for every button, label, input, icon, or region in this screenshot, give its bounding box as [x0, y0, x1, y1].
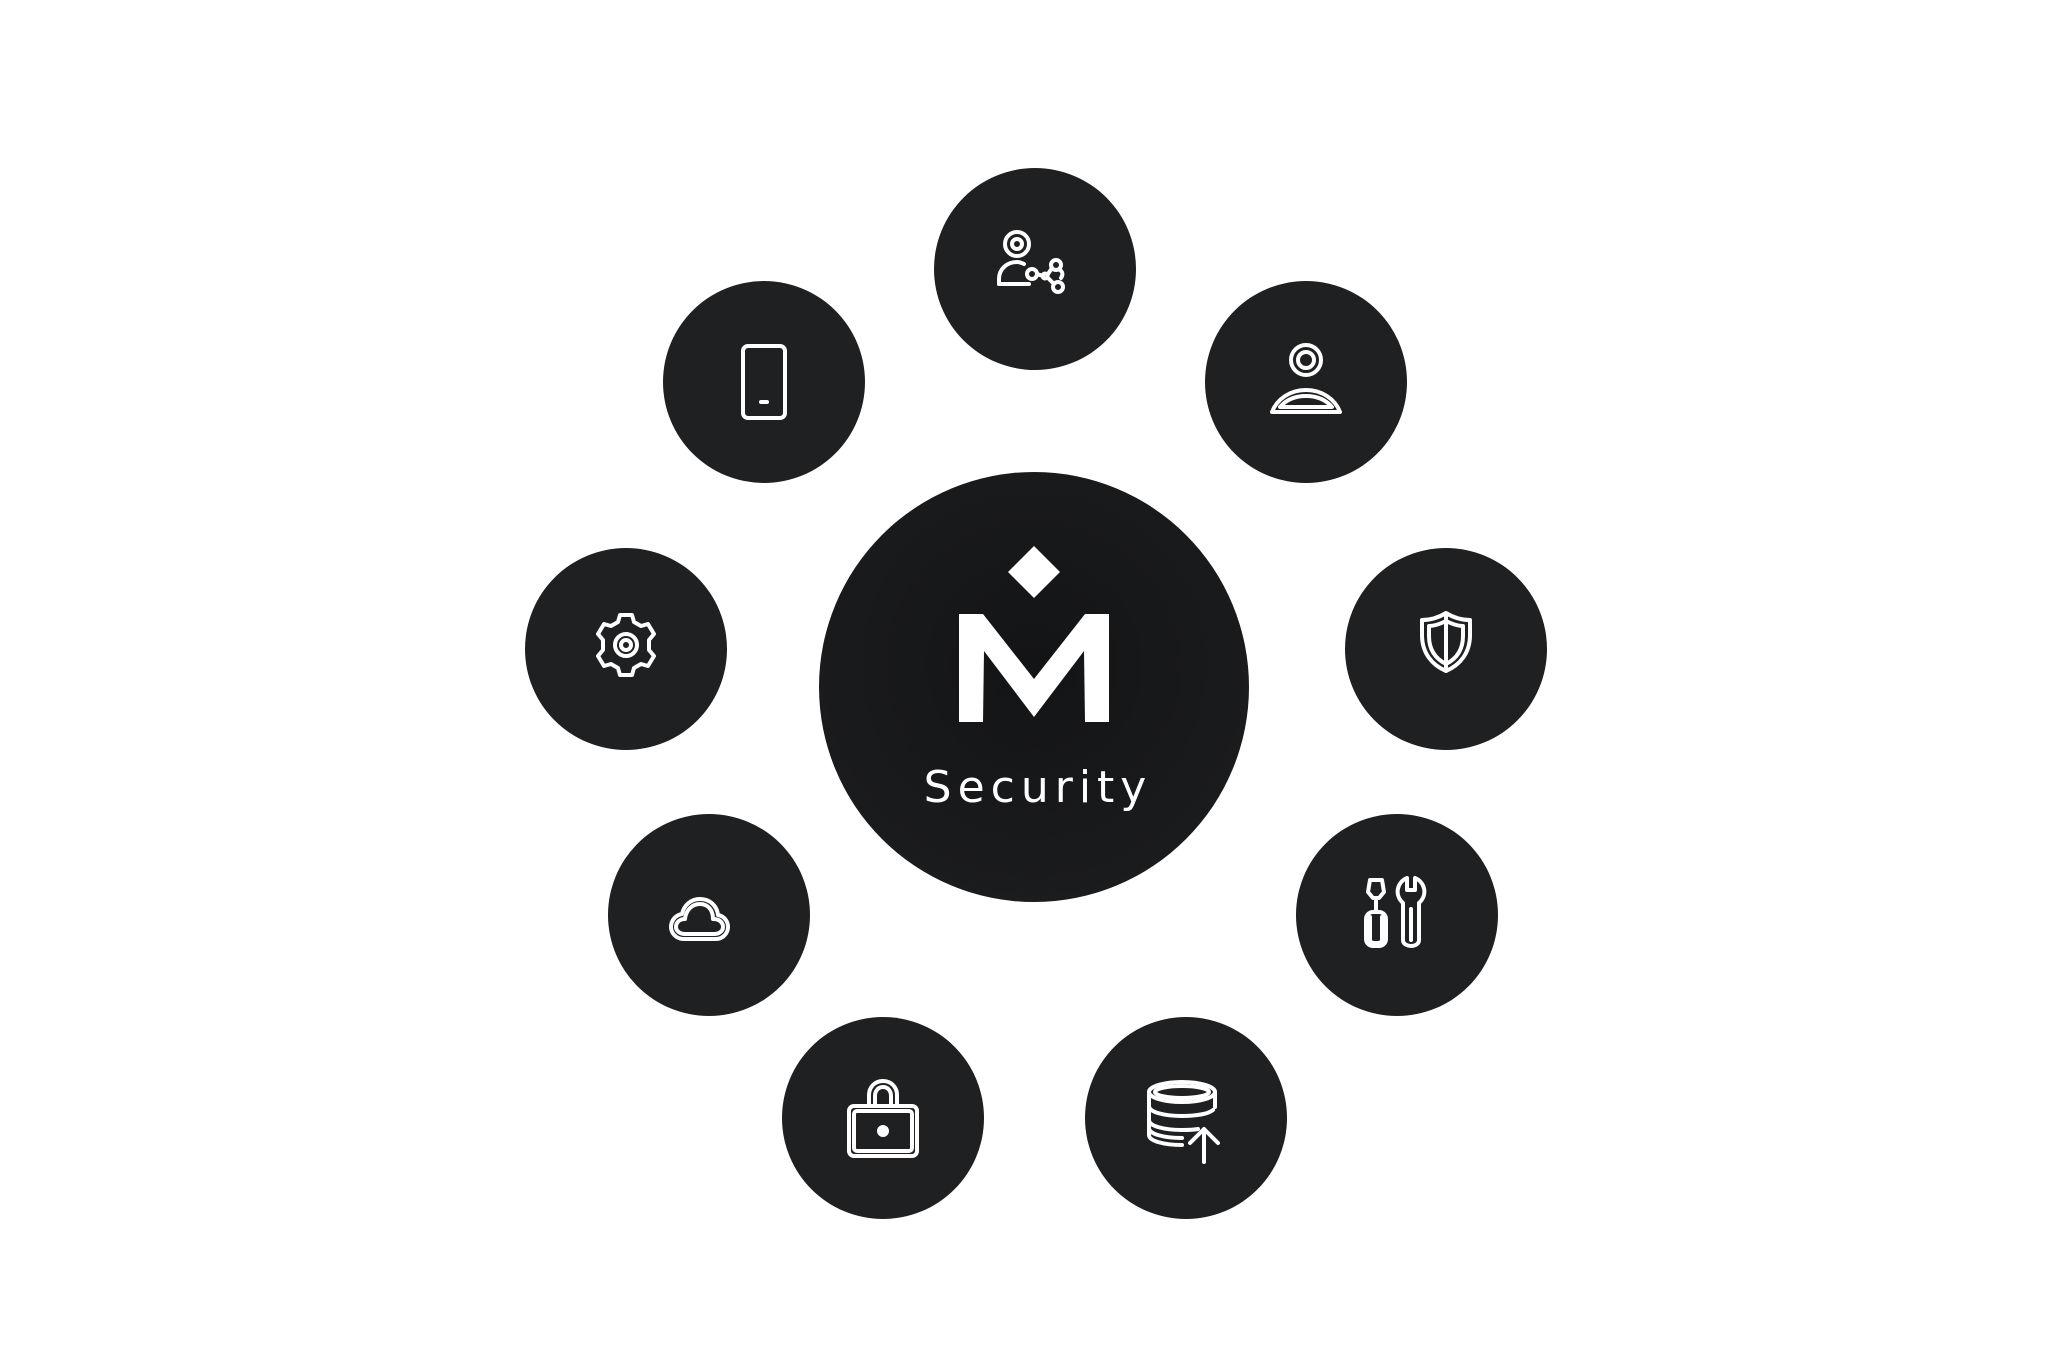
lock-icon	[847, 1079, 919, 1158]
tools-icon	[1364, 876, 1427, 948]
node-shield[interactable]	[1345, 548, 1547, 750]
database-upload-icon	[1147, 1080, 1220, 1164]
cloud-icon	[669, 897, 730, 941]
node-user[interactable]	[1205, 281, 1407, 483]
node-cloud[interactable]	[608, 814, 810, 1016]
user-network-icon	[997, 230, 1065, 294]
security-hub: Security	[819, 472, 1249, 902]
user-icon	[1270, 343, 1342, 414]
tablet-icon	[741, 344, 787, 420]
hub-title: Security	[923, 761, 1153, 813]
node-settings[interactable]	[525, 548, 727, 750]
node-lock[interactable]	[782, 1017, 984, 1219]
gear-icon	[596, 613, 656, 677]
node-tablet[interactable]	[663, 281, 865, 483]
node-user-network[interactable]	[934, 168, 1136, 370]
m-diamond-logo	[959, 545, 1109, 722]
node-tools[interactable]	[1296, 814, 1498, 1016]
shield-icon	[1420, 611, 1472, 673]
node-database-upload[interactable]	[1085, 1017, 1287, 1219]
